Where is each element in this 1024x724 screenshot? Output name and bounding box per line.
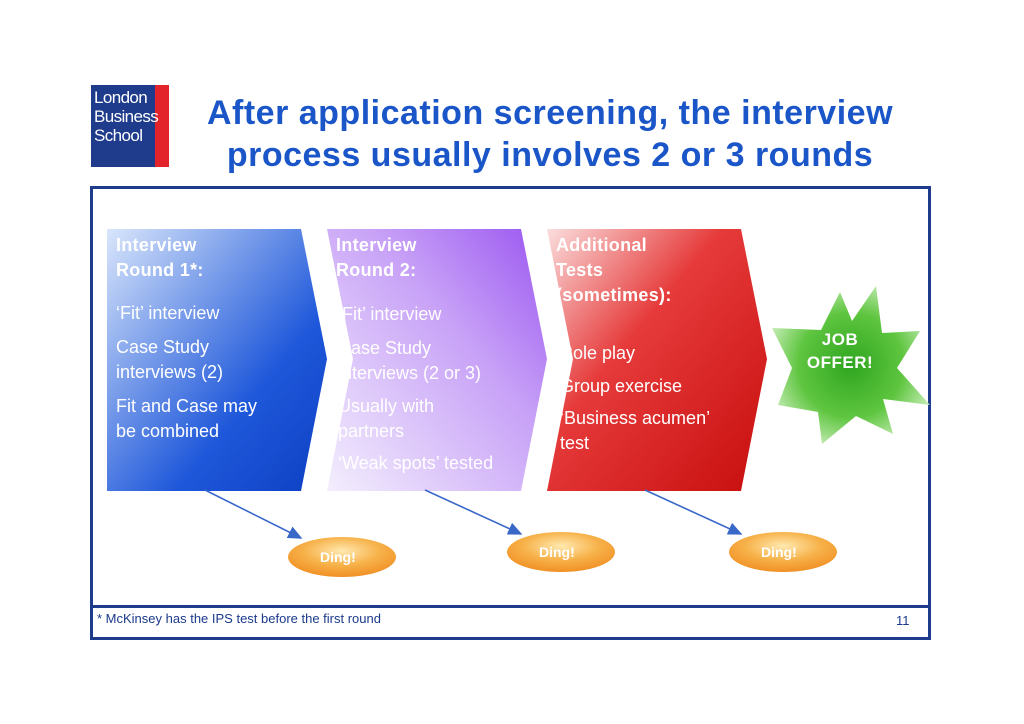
ding-bubble-3 <box>729 532 837 572</box>
ding-arrow-2 <box>424 489 523 535</box>
round-2-item-case-line-2: interviews (2 or 3) <box>338 363 482 383</box>
round-1-item-case-line-2: interviews (2) <box>116 362 224 382</box>
round-1-header-line-2: Round 1*: <box>116 260 204 280</box>
round-3-chevron <box>547 229 767 491</box>
round-1-item-combined-line-1: Fit and Case may <box>116 396 258 416</box>
slide-title-line-2: process usually involves 2 or 3 rounds <box>226 136 874 174</box>
footer-divider <box>90 605 931 608</box>
content-frame <box>90 186 931 640</box>
ding-label-2: Ding! <box>539 544 575 560</box>
round-2-item-fit: ‘Fit’ interview <box>338 304 442 324</box>
london-business-school-logo: London Business School <box>91 85 169 167</box>
round-1-header-line-1: Interview <box>116 235 197 255</box>
round-1-item-case: Case Study interviews (2) <box>116 335 223 385</box>
ding-arrow-1 <box>204 489 303 539</box>
footnote: * McKinsey has the IPS test before the f… <box>97 611 381 626</box>
round-1-item-case-line-1: Case Study <box>116 337 210 357</box>
round-2-item-partners-line-1: Usually with <box>338 396 435 416</box>
round-2-item-weak-spots: ‘Weak spots’ tested <box>338 453 494 473</box>
round-2-item-case: Case Study interviews (2 or 3) <box>338 336 481 386</box>
ding-label-1: Ding! <box>320 549 356 565</box>
logo-line-3: School <box>94 126 143 145</box>
round-3-header-line-2: Tests <box>556 260 604 280</box>
logo-line-1: London <box>94 88 148 107</box>
round-2-chevron <box>327 229 547 491</box>
round-1-item-combined: Fit and Case may be combined <box>116 394 257 444</box>
round-2-header: Interview Round 2: <box>336 233 417 283</box>
job-offer-label: JOB OFFER! <box>792 328 888 374</box>
round-2-item-partners: Usually with partners <box>338 394 434 444</box>
round-3-item-acumen-line-2: test <box>560 433 590 453</box>
round-2-header-line-2: Round 2: <box>336 260 417 280</box>
logo-line-2: Business <box>94 107 159 126</box>
round-1-header: Interview Round 1*: <box>116 233 204 283</box>
page-number: 11 <box>896 613 910 628</box>
job-offer-line-1: JOB <box>821 330 859 349</box>
round-1-chevron <box>107 229 327 491</box>
round-2-item-partners-line-2: partners <box>338 421 405 441</box>
round-3-item-group-exercise: Group exercise <box>560 376 683 396</box>
round-2-item-case-line-1: Case Study <box>338 338 432 358</box>
ding-arrow-3 <box>644 489 743 535</box>
round-3-header-line-3: (sometimes): <box>556 285 672 305</box>
round-3-header: Additional Tests (sometimes): <box>556 233 672 308</box>
round-3-item-acumen: ‘Business acumen’ test <box>560 406 710 456</box>
round-1-item-combined-line-2: be combined <box>116 421 220 441</box>
round-1-item-fit: ‘Fit’ interview <box>116 303 220 323</box>
round-3-item-role-play: Role play <box>560 343 636 363</box>
slide-title-line-1: After application screening, the intervi… <box>206 94 894 132</box>
job-offer-line-2: OFFER! <box>806 353 874 372</box>
slide-title: After application screening, the intervi… <box>170 92 930 176</box>
ding-bubble-1 <box>288 537 396 577</box>
round-2-header-line-1: Interview <box>336 235 417 255</box>
ding-label-3: Ding! <box>761 544 797 560</box>
round-3-header-line-1: Additional <box>556 235 647 255</box>
round-3-item-acumen-line-1: ‘Business acumen’ <box>560 408 711 428</box>
ding-bubble-2 <box>507 532 615 572</box>
job-offer-starburst <box>772 286 930 444</box>
